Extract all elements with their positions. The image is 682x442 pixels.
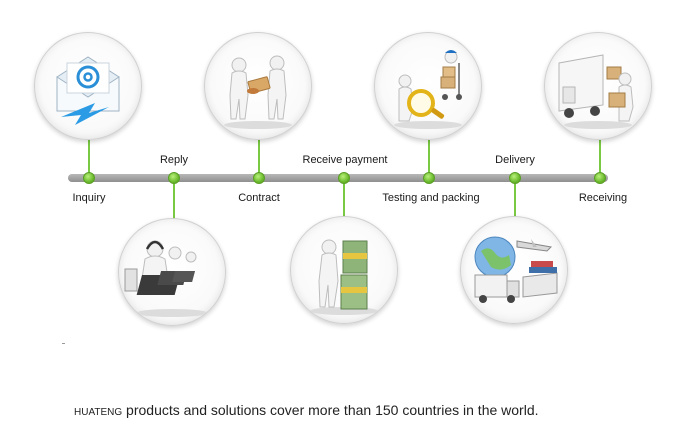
- connector-reply: [173, 180, 175, 220]
- node-reply: [168, 172, 180, 184]
- delivery-illustration: [460, 216, 568, 324]
- node-inquiry: [83, 172, 95, 184]
- connector-payment: [343, 180, 345, 218]
- step-label-receiving: Receiving: [578, 192, 628, 204]
- node-receive-payment: [338, 172, 350, 184]
- step-label-inquiry: Inquiry: [72, 192, 106, 204]
- divider-mark: [62, 343, 65, 344]
- step-label-delivery: Delivery: [495, 154, 535, 166]
- receive-payment-illustration: [290, 216, 398, 324]
- step-label-reply: Reply: [159, 154, 189, 166]
- connector-inquiry: [88, 140, 90, 178]
- testing-packing-illustration: [374, 32, 482, 140]
- node-receiving: [594, 172, 606, 184]
- step-label-testing-packing: Testing and packing: [382, 192, 480, 204]
- connector-contract: [258, 140, 260, 178]
- node-delivery: [509, 172, 521, 184]
- delivery-truck-boxes-icon: [558, 54, 634, 129]
- step-label-contract: Contract: [238, 192, 280, 204]
- reply-illustration: [118, 218, 226, 326]
- call-center-operators-icon: [124, 240, 208, 317]
- step-label-receive-payment: Receive payment: [302, 154, 388, 166]
- node-testing-packing: [423, 172, 435, 184]
- connector-delivery: [514, 180, 516, 218]
- inquiry-illustration: [34, 32, 142, 140]
- connector-receiving: [599, 140, 601, 178]
- handshake-contract-icon: [224, 55, 292, 129]
- global-shipping-icon: [474, 236, 558, 303]
- money-stacks-icon: [310, 239, 378, 315]
- connector-testing: [428, 140, 430, 178]
- email-envelope-icon: [56, 56, 120, 125]
- brand-name: HUATENG: [74, 407, 123, 418]
- node-contract: [253, 172, 265, 184]
- contract-illustration: [204, 32, 312, 140]
- magnifier-inspection-icon: [394, 50, 462, 129]
- coverage-statement: HUATENG products and solutions cover mor…: [74, 402, 539, 418]
- receiving-illustration: [544, 32, 652, 140]
- coverage-text: products and solutions cover more than 1…: [122, 402, 539, 418]
